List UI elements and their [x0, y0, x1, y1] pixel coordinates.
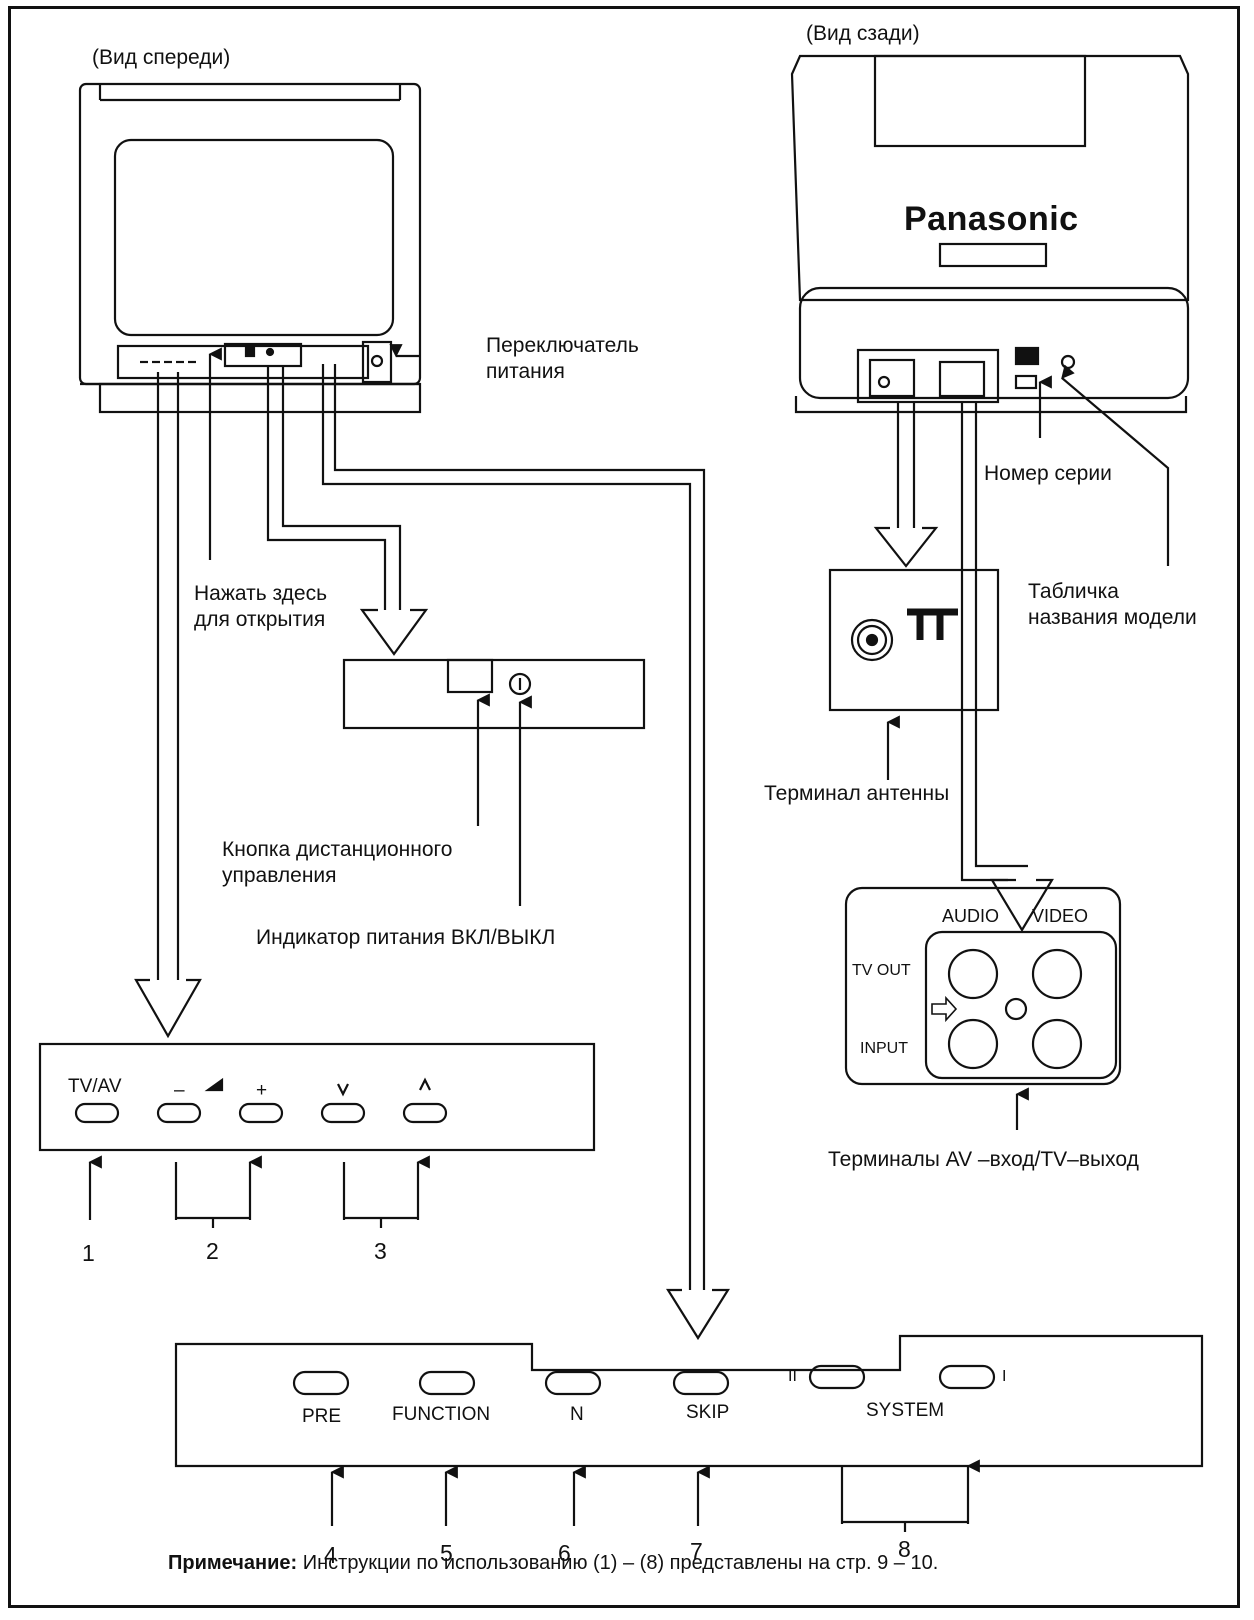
arrow-to-panel1 — [134, 978, 202, 1039]
skip-button-label: SKIP — [686, 1402, 730, 1423]
av-input-label: INPUT — [860, 1040, 908, 1057]
label-4: 4 — [324, 1542, 337, 1568]
front-view-title: (Вид спереди) — [92, 46, 231, 69]
function-button-label: FUNCTION — [392, 1404, 491, 1425]
press-here-label-2: для открытия — [194, 608, 326, 631]
power-indicator-label: Индикатор питания ВКЛ/ВЫКЛ — [256, 926, 556, 949]
remote-button-label-2: управления — [222, 864, 337, 887]
label-7: 7 — [690, 1538, 703, 1564]
av-terminals-label: Терминалы AV –вход/TV–выход — [828, 1148, 1139, 1171]
volume-minus-label: – — [174, 1080, 185, 1101]
label-1: 1 — [82, 1240, 95, 1266]
panel-2 — [174, 1334, 1204, 1532]
pre-button-label: PRE — [302, 1406, 342, 1427]
serial-number-label: Номер серии — [984, 462, 1112, 485]
power-switch-label-1: Переключатель — [486, 334, 639, 357]
label-8: 8 — [898, 1536, 911, 1562]
remote-button-label-1: Кнопка дистанционного — [222, 838, 453, 861]
arrow-to-av — [990, 878, 1054, 933]
system-i-label: I — [1002, 1368, 1007, 1385]
av-video-label: VIDEO — [1032, 906, 1089, 926]
page-frame — [8, 6, 1240, 1608]
brand-logo: Panasonic — [904, 200, 1079, 238]
volume-plus-label: + — [256, 1080, 268, 1101]
arrow-to-panel2 — [666, 1288, 730, 1341]
model-plate-label-1: Табличка — [1028, 580, 1119, 603]
label-2: 2 — [206, 1238, 219, 1264]
model-plate-label-2: названия модели — [1028, 606, 1197, 629]
n-button-label: N — [570, 1404, 584, 1425]
label-6: 6 — [558, 1540, 571, 1566]
tvav-button-label: TV/AV — [68, 1076, 122, 1097]
label-3: 3 — [374, 1238, 387, 1264]
av-terminal — [844, 886, 1122, 1130]
system-ii-label: II — [788, 1368, 797, 1385]
system-label: SYSTEM — [866, 1400, 945, 1421]
note-label: Примечание: — [168, 1552, 298, 1574]
press-here-label-1: Нажать здесь — [194, 582, 328, 605]
footnote: Примечание: Инструкции по использованию … — [168, 1552, 938, 1575]
front-tv — [78, 82, 706, 1290]
power-switch-label-2: питания — [486, 360, 565, 383]
label-5: 5 — [440, 1540, 453, 1566]
rear-view-title: (Вид сзади) — [806, 22, 920, 45]
arrow-to-remote-panel — [359, 608, 429, 656]
antenna-terminal — [828, 568, 1000, 780]
remote-panel — [342, 658, 646, 906]
av-tv-out-label: TV OUT — [852, 962, 911, 979]
arrow-to-antenna — [873, 526, 939, 568]
av-audio-label: AUDIO — [942, 906, 1000, 926]
panel-1 — [38, 1042, 596, 1228]
note-text: Инструкции по использованию (1) – (8) пр… — [297, 1552, 939, 1574]
antenna-terminal-label: Терминал антенны — [764, 782, 950, 805]
